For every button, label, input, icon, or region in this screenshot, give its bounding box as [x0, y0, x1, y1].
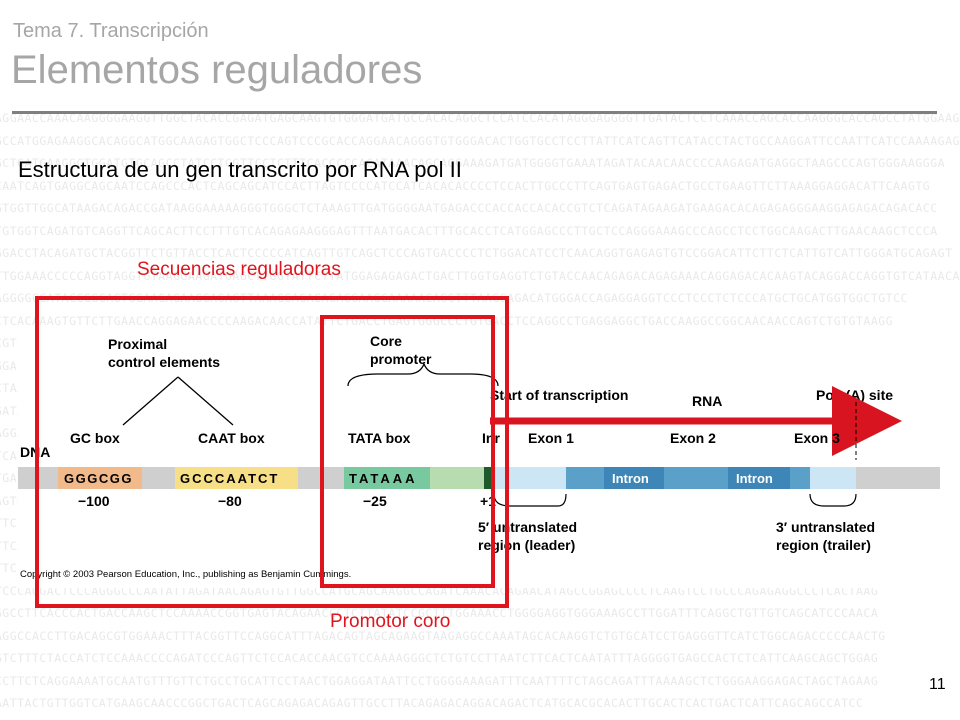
sequence-line: ACTGTGGTCAGATGTCAGGTTCAGCACTTCCTTTGTCACA… — [0, 223, 938, 238]
gc-sequence: GGGCGG — [64, 471, 133, 486]
regulatory-sequences-label: Secuencias reguladoras — [137, 259, 341, 280]
utr3-region — [810, 467, 856, 489]
copyright-text: Copyright © 2003 Pearson Education, Inc.… — [20, 569, 351, 580]
core-promoter-bracket — [347, 362, 499, 387]
gc-box-label: GC box — [70, 430, 120, 446]
intron1 — [604, 467, 664, 489]
sequence-line: TGGGACCTACAGATGCTACGGTTCTGTTACCTCACTCCCC… — [0, 246, 953, 260]
slide-heading: Estructura de un gen transcrito por RNA … — [18, 157, 462, 182]
sequence-line: TGGTGGTTGGCATAAGACAGACCGATAAGGAAAAAGGGTG… — [0, 201, 938, 215]
exon3-coding — [790, 467, 810, 489]
sequence-line: ATCCTTCTCAGGAAAATGCAATGTTTGTTCTGCCTGCATT… — [0, 673, 879, 688]
utr3-label-line1: 3′ untranslated — [776, 519, 875, 535]
pos-caat: −80 — [218, 493, 242, 509]
promoter-label: promoter — [370, 351, 432, 367]
pos-tata: −25 — [363, 493, 387, 509]
caat-box — [175, 467, 298, 489]
sequence-line: TGGCCATGGAGAAGGCACAGGCATGGCAAGAGTGGCTCCC… — [0, 133, 960, 148]
page-number: 11 — [929, 676, 946, 693]
exon1-label: Exon 1 — [528, 430, 574, 446]
gene-diagram: Proximal control elements Core promoter … — [18, 333, 940, 580]
intron2 — [728, 467, 790, 489]
sequence-line: TTGTCTTTCTACCATCTCCAAACCCCAGATCCCAGTTCTC… — [0, 651, 879, 665]
proximal-branch-left — [122, 376, 179, 426]
utr3-bracket — [809, 493, 857, 507]
sequence-line: TGAATTACTGTTGGTCATGAAGCAACCCGGCTGACTCAGC… — [0, 696, 864, 710]
caat-sequence: GCCCAATCT — [180, 471, 279, 486]
gc-box — [58, 467, 142, 489]
control-elements-label: control elements — [108, 354, 220, 370]
exon2-label: Exon 2 — [670, 430, 716, 446]
utr5-label-line1: 5′ untranslated — [478, 519, 577, 535]
gene-structure-figure: Proximal control elements Core promoter … — [18, 330, 942, 588]
tata-box — [344, 467, 430, 489]
title-divider — [12, 111, 937, 114]
utr5-region — [494, 467, 566, 489]
utr5-bracket — [493, 493, 567, 507]
caat-box-label: CAAT box — [198, 430, 265, 446]
tata-sequence: TATAAA — [349, 471, 418, 486]
exon2 — [664, 467, 728, 489]
slide-title: Elementos reguladores — [11, 48, 423, 92]
core-promoter-box — [320, 315, 495, 588]
exon1-coding — [566, 467, 604, 489]
exon3-label: Exon 3 — [794, 430, 840, 446]
proximal-label: Proximal — [108, 336, 167, 352]
core-promoter-label: Promotor coro — [330, 611, 451, 632]
utr3-label-line2: region (trailer) — [776, 537, 871, 553]
intron2-label: Intron — [736, 471, 773, 486]
slide-subtitle: Tema 7. Transcripción — [13, 20, 209, 42]
polya-site-label: Poly(A) site — [816, 387, 893, 403]
tata-box-label: TATA box — [348, 430, 411, 446]
rna-label: RNA — [692, 393, 722, 409]
core-label: Core — [370, 333, 402, 349]
regulatory-sequences-box — [35, 296, 509, 608]
inr-element — [484, 467, 494, 489]
start-transcription-label: Start of transcription — [490, 387, 628, 403]
proximal-branch-right — [177, 376, 234, 426]
pos-gc: −100 — [78, 493, 110, 509]
intron1-label: Intron — [612, 471, 649, 486]
utr5-label-line2: region (leader) — [478, 537, 575, 553]
